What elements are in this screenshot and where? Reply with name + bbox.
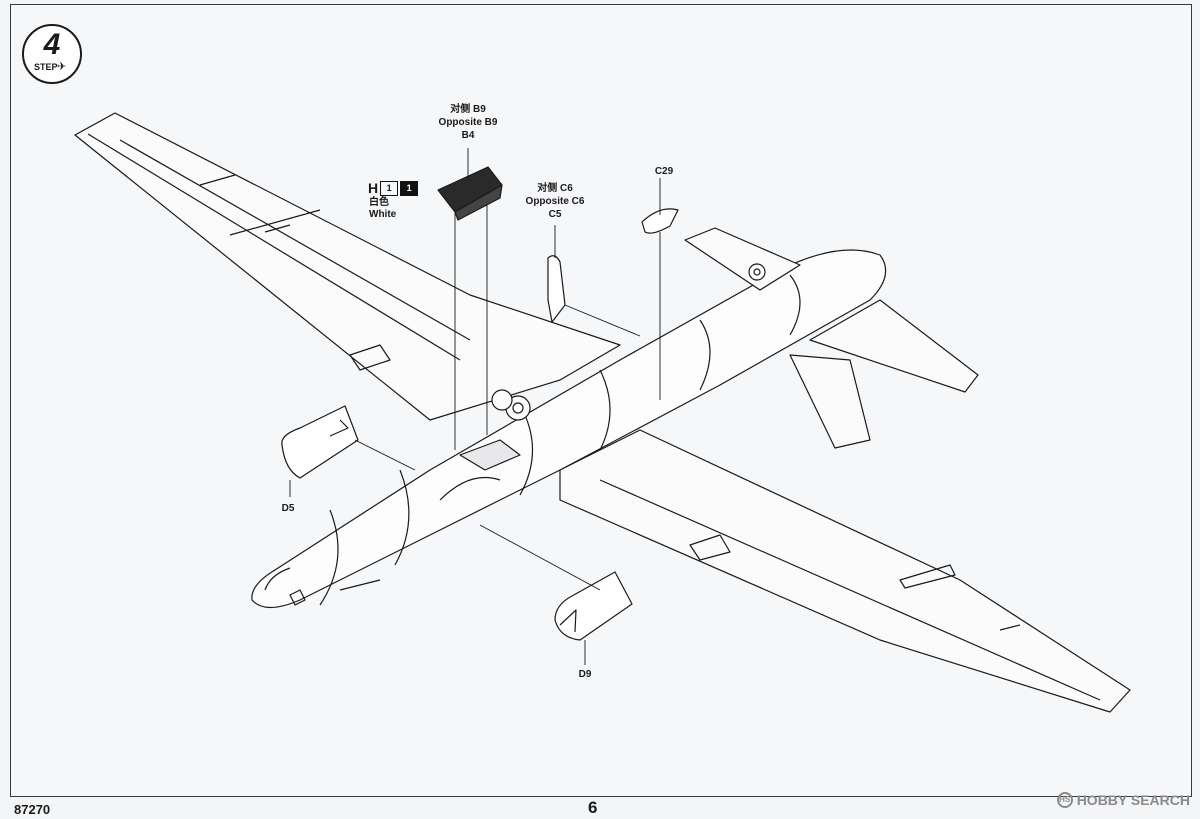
- paint-name-cn: 白色: [369, 197, 389, 208]
- callout-b4: 对侧 B9 Opposite B9 B4: [439, 103, 498, 142]
- step-label: STEP: [34, 62, 58, 72]
- callout-d5: D5: [282, 502, 295, 515]
- callout-c5-part: C5: [548, 209, 562, 220]
- paint-name-en: White: [369, 209, 397, 220]
- kit-number: 87270: [14, 802, 51, 817]
- watermark-text: HOBBY SEARCH: [1076, 792, 1190, 808]
- callout-c5-line1: 对侧 C6: [537, 183, 573, 194]
- callout-b4-line1: 对侧 B9: [450, 104, 486, 115]
- right-wing: [559, 429, 1131, 713]
- callout-d9: D9: [579, 668, 592, 681]
- callout-d9-part: D9: [578, 669, 592, 680]
- paint-letter: H: [368, 180, 379, 196]
- callout-c5: 对侧 C6 Opposite C6 C5: [526, 182, 585, 221]
- watermark-logo-icon: HS: [1056, 792, 1073, 808]
- part-c29: [641, 208, 679, 234]
- fuselage: [251, 249, 887, 609]
- paint-code: H 1 1: [368, 180, 419, 196]
- main-landing-gear: [491, 263, 766, 421]
- callout-d5-part: D5: [281, 503, 295, 514]
- page-number: 6: [588, 798, 598, 817]
- leader-lines: [289, 148, 661, 665]
- paint-chip-2: 1: [400, 180, 419, 196]
- part-d9: [554, 571, 633, 641]
- part-c5: [547, 255, 566, 323]
- cockpit: [459, 439, 521, 471]
- paint-name: 白色 White: [369, 197, 396, 221]
- step-badge: 4 STEP ✈: [22, 24, 82, 84]
- callout-c29-part: C29: [654, 166, 674, 177]
- part-d5: [281, 405, 359, 479]
- paint-chip-1: 1: [380, 180, 399, 196]
- left-wing: [74, 112, 621, 421]
- watermark: HS HOBBY SEARCH: [1056, 792, 1190, 808]
- tail-section: [684, 227, 979, 449]
- callout-b4-line2: Opposite B9: [438, 117, 498, 128]
- plane-icon: ✈: [57, 61, 67, 73]
- part-b4: [437, 166, 503, 221]
- step-number: 4: [43, 28, 61, 61]
- callout-c5-line2: Opposite C6: [525, 196, 585, 207]
- callout-b4-part: B4: [461, 130, 475, 141]
- callout-c29: C29: [655, 165, 673, 178]
